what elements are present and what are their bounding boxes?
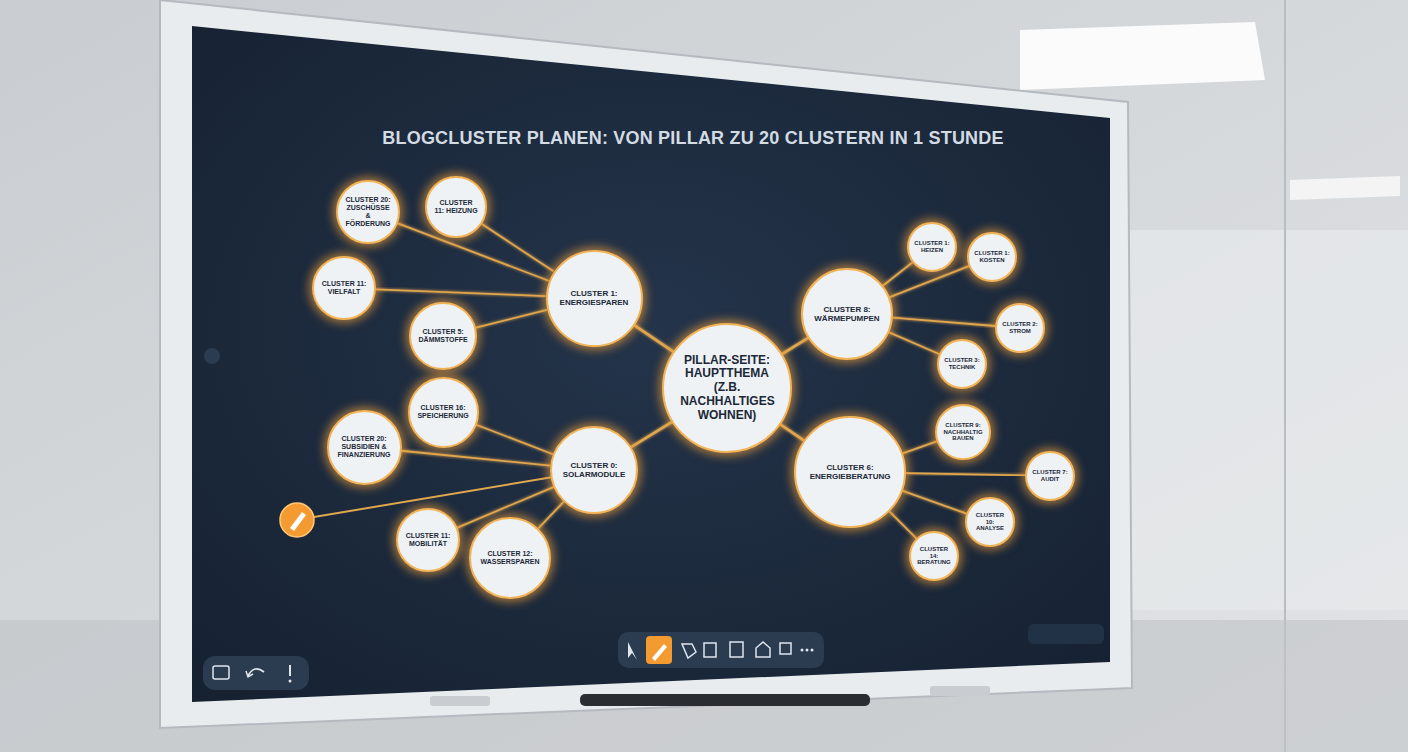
pen-marker xyxy=(280,503,314,537)
node-label: CLUSTER 14: BERATUNG xyxy=(916,546,952,567)
node-label: CLUSTER 1: HEIZEN xyxy=(914,240,950,254)
connector-line xyxy=(476,425,553,454)
cluster-circle: CLUSTER 3: TECHNIK xyxy=(937,339,987,389)
connector-line xyxy=(890,512,917,539)
node-label: CLUSTER 11: MOBILITÄT xyxy=(405,532,451,548)
node-label: CLUSTER 6: ENERGIEBERATUNG xyxy=(810,463,891,481)
home-icon xyxy=(756,642,770,657)
pen-tool-active xyxy=(646,636,672,664)
connector-line xyxy=(906,473,1025,475)
copy-icon xyxy=(780,643,791,654)
node-label: CLUSTER 1: KOSTEN xyxy=(974,250,1010,264)
connector-line xyxy=(482,224,554,271)
cluster-circle: CLUSTER 1: KOSTEN xyxy=(967,232,1017,282)
node-label: CLUSTER 8: WÄRMEPUMPEN xyxy=(814,305,880,323)
zoom-controls xyxy=(1028,624,1104,644)
node-label: CLUSTER 9: NACHHALTIG BAUEN xyxy=(943,422,983,443)
cluster-circle: CLUSTER 10: ANALYSE xyxy=(965,497,1015,547)
node-label: CLUSTER 20: SUBSIDIEN & FINANZIERUNG xyxy=(337,435,391,459)
connector-line xyxy=(781,425,804,441)
cursor-icon xyxy=(628,642,637,660)
pillar-circle: PILLAR-SEITE: HAUPTTHEMA (Z.B. NACHHALTI… xyxy=(662,323,792,453)
speaker-grill xyxy=(930,686,990,696)
hub-circle: CLUSTER 0: SOLARMODULE xyxy=(550,426,638,514)
speaker-grill xyxy=(430,696,490,706)
node-label: CLUSTER 2: STROM xyxy=(1002,321,1038,335)
connector-line xyxy=(903,491,967,514)
node-label: CLUSTER 16: SPEICHERUNG xyxy=(417,404,468,420)
shape-icon xyxy=(704,643,716,657)
connector-line xyxy=(893,318,995,326)
node-label: CLUSTER 0: SOLARMODULE xyxy=(562,461,625,479)
side-toolbar xyxy=(203,656,309,690)
node-label: CLUSTER 3: TECHNIK xyxy=(944,357,980,371)
connector-line xyxy=(782,338,808,354)
cluster-circle: CLUSTER 7: AUDIT xyxy=(1025,451,1075,501)
glass-wall xyxy=(1130,230,1408,610)
connector-line xyxy=(376,289,546,296)
connector-line xyxy=(631,422,671,447)
toolbar xyxy=(618,632,824,668)
hub-circle: CLUSTER 1: ENERGIESPAREN xyxy=(546,250,643,347)
node-label: CLUSTER 5: DÄMMSTOFFE xyxy=(419,328,468,344)
cluster-circle: CLUSTER 20: ZUSCHÜSSE & FÖRDERUNG xyxy=(336,180,400,244)
pen-tray xyxy=(580,694,870,706)
cluster-circle: CLUSTER 11: MOBILITÄT xyxy=(396,508,460,572)
node-label: CLUSTER 20: ZUSCHÜSSE & FÖRDERUNG xyxy=(345,196,391,228)
connector-line xyxy=(883,262,912,285)
node-label: CLUSTER 12: WASSERSPAREN xyxy=(480,550,539,566)
screen xyxy=(192,26,1110,702)
eraser-icon xyxy=(682,644,696,658)
note-icon xyxy=(730,642,743,657)
node-label: CLUSTER 1: ENERGIESPAREN xyxy=(559,289,629,307)
connector-line xyxy=(476,310,547,328)
connector-line xyxy=(538,502,563,529)
cluster-circle: CLUSTER 1: HEIZEN xyxy=(907,222,957,272)
connector-line xyxy=(634,325,673,351)
cluster-circle: CLUSTER 12: WASSERSPAREN xyxy=(469,517,551,599)
ceiling-light xyxy=(1290,176,1400,200)
connector-line xyxy=(401,451,550,466)
diagram-title: BLOGCLUSTER PLANEN: VON PILLAR ZU 20 CLU… xyxy=(193,128,1193,149)
side-handle xyxy=(204,348,220,364)
connector-line xyxy=(903,441,937,453)
node-label: CLUSTER 11: VIELFALT xyxy=(321,280,367,296)
cluster-circle: CLUSTER 11: VIELFALT xyxy=(312,256,376,320)
node-label: PILLAR-SEITE: HAUPTTHEMA (Z.B. NACHHALTI… xyxy=(680,354,774,423)
cluster-circle: CLUSTER 20: SUBSIDIEN & FINANZIERUNG xyxy=(327,410,402,485)
ceiling-light xyxy=(1020,22,1265,90)
node-label: CLUSTER 10: ANALYSE xyxy=(972,512,1008,533)
cluster-circle: CLUSTER 5: DÄMMSTOFFE xyxy=(409,302,477,370)
hub-circle: CLUSTER 6: ENERGIEBERATUNG xyxy=(794,416,906,528)
cluster-circle: CLUSTER 14: BERATUNG xyxy=(909,531,959,581)
pen-icon xyxy=(290,512,306,531)
node-label: CLUSTER 7: AUDIT xyxy=(1032,469,1068,483)
hub-circle: CLUSTER 8: WÄRMEPUMPEN xyxy=(801,268,893,360)
cluster-circle: CLUSTER 9: NACHHALTIG BAUEN xyxy=(935,404,991,460)
monitor-bezel xyxy=(160,0,1132,728)
cluster-circle: CLUSTER 11: HEIZUNG xyxy=(425,176,487,238)
cluster-circle: CLUSTER 2: STROM xyxy=(995,303,1045,353)
node-label: CLUSTER 11: HEIZUNG xyxy=(434,199,479,215)
pen-icon xyxy=(652,644,667,661)
cluster-circle: CLUSTER 16: SPEICHERUNG xyxy=(408,377,479,448)
connector-line xyxy=(889,332,939,354)
